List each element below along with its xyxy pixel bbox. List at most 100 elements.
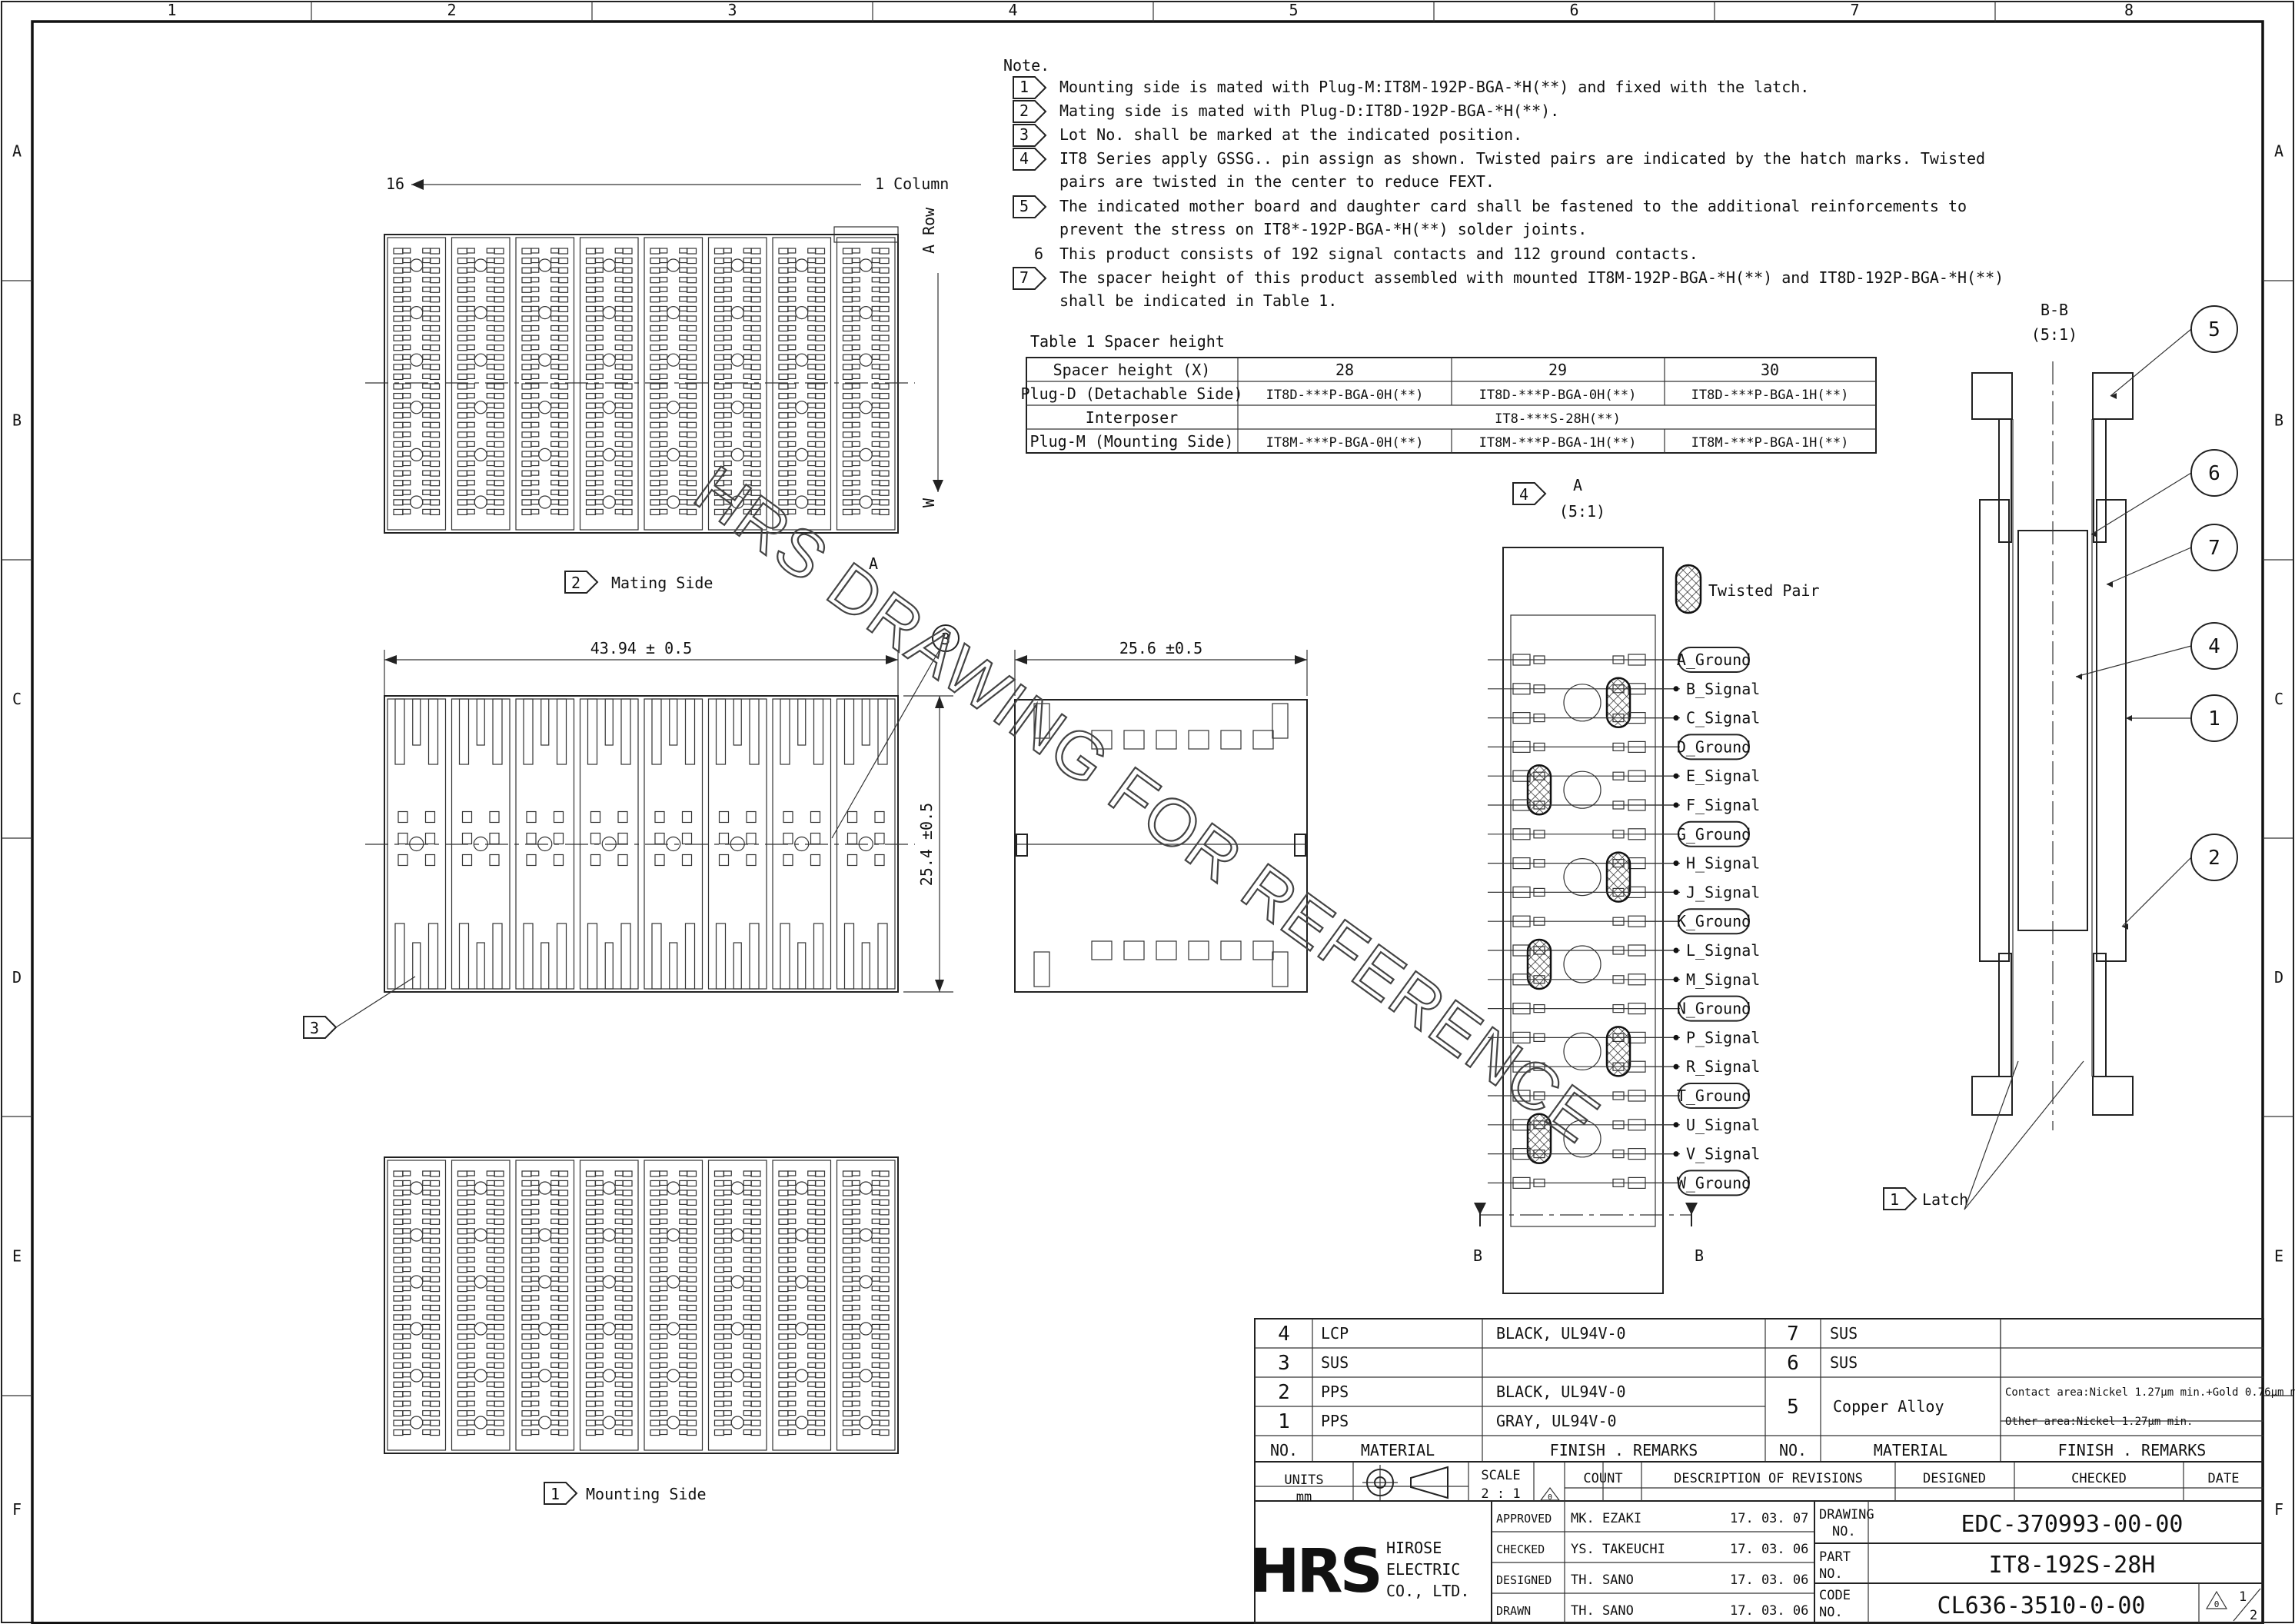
side-view: 25.6 ±0.5 (1014, 639, 1308, 993)
contact (521, 1228, 532, 1235)
contact (550, 460, 560, 467)
material-name: SUS (1321, 1353, 1349, 1372)
contact (614, 441, 624, 448)
alignment-hole (474, 1228, 487, 1242)
contact (871, 1180, 880, 1186)
contact (429, 412, 441, 419)
svg-text:3: 3 (310, 1019, 319, 1037)
contact (531, 277, 540, 283)
contact (723, 431, 732, 438)
contact (614, 1314, 624, 1320)
contact (723, 1190, 732, 1196)
alignment-hole (410, 448, 424, 462)
contact (871, 1333, 880, 1339)
contact (686, 1419, 697, 1426)
alignment-hole (474, 306, 487, 320)
contact (750, 286, 761, 293)
contact (614, 1247, 624, 1253)
table1-plugd-29: IT8D-***P-BGA-0H(**) (1479, 388, 1637, 403)
contact (494, 296, 504, 303)
contact (750, 421, 761, 428)
contact (787, 296, 797, 302)
reference-watermark: HRS DRAWING FOR REFERENCE (681, 452, 1612, 1157)
contact (814, 286, 826, 293)
contact (486, 441, 495, 448)
contact (743, 489, 752, 495)
contact (429, 277, 441, 284)
contact (814, 1400, 826, 1407)
contact (659, 248, 668, 254)
ground-label: T_Ground (1677, 1087, 1751, 1105)
contact (457, 1419, 468, 1426)
contact (466, 508, 475, 515)
contact (679, 1247, 688, 1253)
contact (393, 1419, 404, 1426)
contact (521, 1391, 532, 1398)
contact (686, 1228, 697, 1235)
contact (422, 1333, 431, 1339)
contact (713, 1410, 725, 1417)
contact (807, 1362, 817, 1368)
contact (466, 1353, 475, 1359)
alignment-hole (538, 258, 552, 272)
contact (531, 1333, 540, 1339)
contact (851, 431, 860, 438)
title-block: UNITS mm SCALE 2 : 1 0 COUNT DESCRIPTION… (1249, 1461, 2264, 1624)
contact (787, 364, 797, 370)
contact (778, 1276, 789, 1283)
pin-label: R_Signal (1645, 1057, 1760, 1076)
contact (686, 402, 697, 409)
contact (659, 1170, 668, 1176)
contact (723, 277, 732, 283)
contact (686, 1410, 697, 1417)
row-a-label: A Row (920, 207, 938, 254)
contact (457, 305, 468, 313)
contact (521, 1323, 532, 1331)
contact (622, 277, 633, 284)
contact (494, 1218, 504, 1225)
contact (679, 402, 688, 408)
contact (622, 392, 633, 400)
contact (842, 1353, 853, 1359)
contact (531, 286, 540, 292)
contact (723, 286, 732, 292)
contact (550, 286, 560, 292)
contact (422, 257, 431, 264)
contact (402, 383, 411, 389)
contact (422, 402, 431, 408)
contact (422, 1400, 431, 1406)
alignment-hole (795, 306, 809, 320)
contact (814, 1276, 826, 1283)
sheet-number: 1 (2239, 1589, 2247, 1605)
contact (686, 1256, 697, 1263)
contact (457, 1285, 468, 1293)
contact (466, 460, 475, 467)
contact (814, 1190, 826, 1196)
contact (585, 1343, 597, 1349)
contact (778, 257, 789, 265)
contact (743, 421, 752, 428)
contact (659, 1199, 668, 1205)
contact (787, 383, 797, 389)
contact (778, 1381, 789, 1388)
contact (521, 1285, 532, 1293)
contact (486, 1170, 495, 1176)
contact (531, 1170, 540, 1176)
contact (807, 1353, 817, 1359)
approval-role: APPROVED (1496, 1512, 1552, 1526)
contact (422, 421, 431, 428)
connector-module (836, 237, 896, 531)
alignment-hole (859, 1369, 873, 1383)
contact (521, 354, 532, 361)
contact (842, 354, 853, 361)
contact (550, 402, 560, 408)
contact (393, 296, 404, 303)
contact (871, 1419, 880, 1426)
contact (679, 412, 688, 418)
contact (402, 296, 411, 302)
contact (723, 402, 732, 408)
contact (457, 257, 468, 265)
connector-module (515, 237, 575, 531)
material-finish: Other area:Nickel 1.27μm min. (2005, 1416, 2193, 1428)
contact (402, 334, 411, 341)
